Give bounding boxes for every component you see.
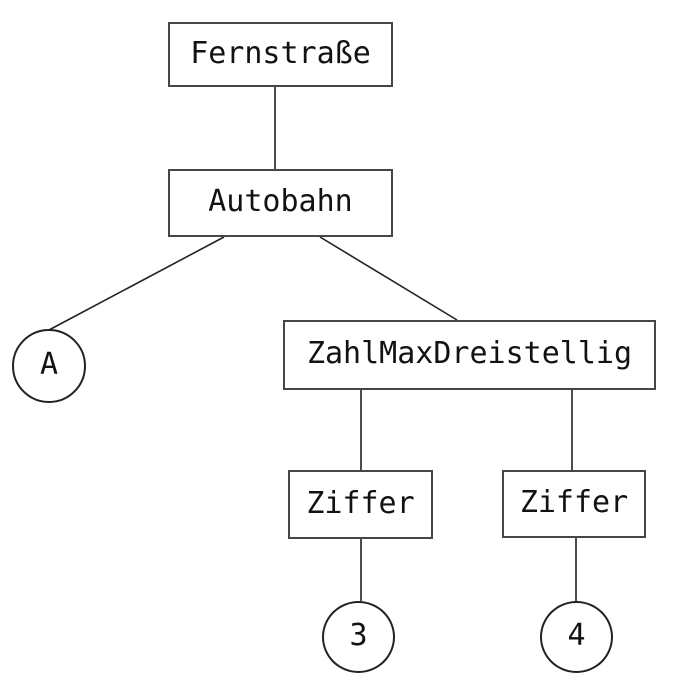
node-label: 3 [349,618,368,653]
node-terminal-a: A [12,329,86,403]
node-label: Ziffer [306,485,415,521]
edge-autobahn-terminal-a [48,236,225,331]
node-terminal-3: 3 [322,601,395,673]
node-label: Ziffer [519,485,629,520]
node-ziffer-right: Ziffer [502,470,646,538]
node-label: Fernstraße [190,35,371,71]
node-fernstrasse: Fernstraße [168,22,393,87]
node-zahlmaxdreistellig: ZahlMaxDreistellig [283,320,656,390]
node-label: A [39,347,59,382]
node-label: 4 [567,618,586,653]
node-terminal-4: 4 [540,601,613,673]
node-label: ZahlMaxDreistellig [306,336,633,371]
node-label: Autobahn [208,184,353,219]
node-ziffer-left: Ziffer [288,470,433,539]
edge-autobahn-zahlmaxdreistellig [319,236,458,321]
node-autobahn: Autobahn [168,169,393,237]
